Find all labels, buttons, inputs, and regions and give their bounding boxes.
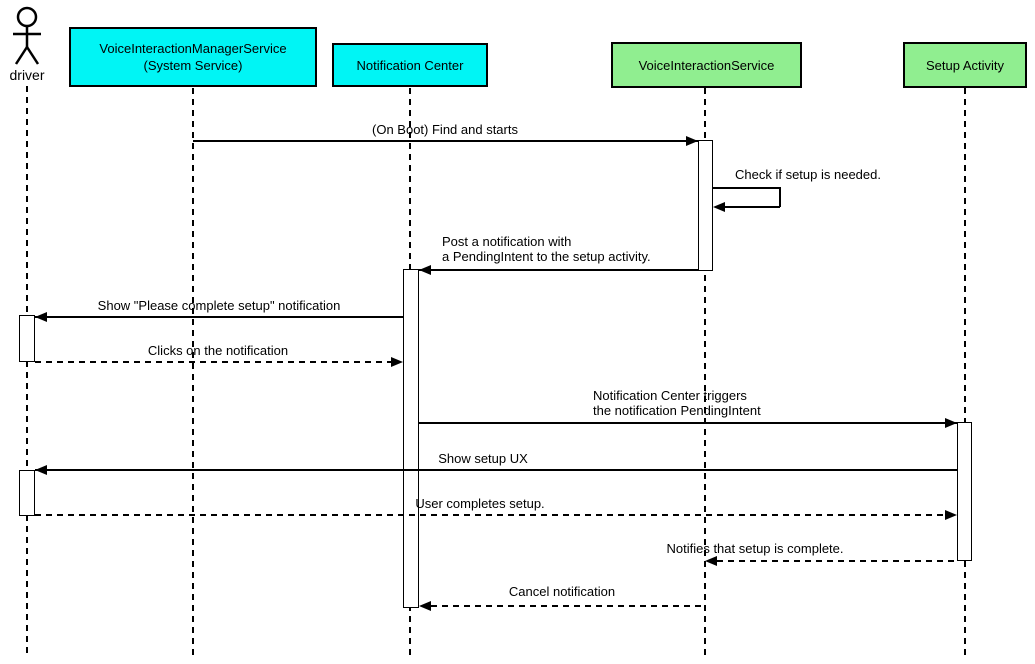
participant-voice-interaction-service: VoiceInteractionService xyxy=(611,42,802,88)
message-label-nc-triggers-line1: Notification Center triggers xyxy=(593,388,747,403)
message-line-show-setup-ux xyxy=(35,469,957,471)
message-line-nc-triggers xyxy=(419,422,957,424)
arrowhead-notifies-complete-icon xyxy=(705,556,717,566)
message-label-notifies-complete: Notifies that setup is complete. xyxy=(666,541,844,556)
participant-vims: VoiceInteractionManagerService (System S… xyxy=(69,27,317,87)
participant-vims-label-line1: VoiceInteractionManagerService xyxy=(99,41,287,56)
lifeline-setup-activity xyxy=(964,88,966,658)
participant-voice-interaction-service-label: VoiceInteractionService xyxy=(638,57,775,73)
lifeline-driver xyxy=(26,86,28,658)
arrowhead-user-completes-icon xyxy=(945,510,957,520)
actor-label: driver xyxy=(9,67,45,83)
message-label-show-notification: Show "Please complete setup" notificatio… xyxy=(97,298,341,313)
arrowhead-show-setup-ux-icon xyxy=(35,465,47,475)
message-label-post-notification: Post a notification with a PendingIntent… xyxy=(442,234,651,264)
message-line-notifies-complete xyxy=(717,560,957,562)
arrowhead-on-boot-icon xyxy=(686,136,698,146)
participant-notification-center: Notification Center xyxy=(332,43,488,87)
message-label-post-notification-line2: a PendingIntent to the setup activity. xyxy=(442,249,651,264)
lifeline-vims xyxy=(192,88,194,658)
message-line-check-setup-down xyxy=(779,187,781,207)
message-line-post-notification xyxy=(419,269,698,271)
message-line-cancel-notification xyxy=(431,605,705,607)
arrowhead-cancel-notification-icon xyxy=(419,601,431,611)
participant-setup-activity-label: Setup Activity xyxy=(925,57,1005,73)
arrowhead-post-notification-icon xyxy=(419,265,431,275)
message-line-check-setup-return xyxy=(725,206,780,208)
message-line-show-notification xyxy=(35,316,403,318)
message-label-on-boot: (On Boot) Find and starts xyxy=(372,122,518,137)
message-label-show-setup-ux: Show setup UX xyxy=(438,451,528,466)
activation-voice-interaction-service xyxy=(698,140,713,271)
arrowhead-show-notification-icon xyxy=(35,312,47,322)
message-label-check-setup: Check if setup is needed. xyxy=(735,167,881,182)
activation-setup-activity xyxy=(957,422,972,561)
activation-driver-1 xyxy=(19,315,35,362)
participant-notification-center-label: Notification Center xyxy=(356,57,464,73)
arrowhead-check-setup-icon xyxy=(713,202,725,212)
activation-notification-center xyxy=(403,269,419,608)
actor-stick-figure-icon xyxy=(13,6,41,65)
message-line-on-boot xyxy=(193,140,698,142)
arrowhead-clicks-notification-icon xyxy=(391,357,403,367)
participant-setup-activity: Setup Activity xyxy=(903,42,1027,88)
message-label-post-notification-line1: Post a notification with xyxy=(442,234,572,249)
message-label-cancel-notification: Cancel notification xyxy=(508,584,616,599)
message-label-nc-triggers: Notification Center triggers the notific… xyxy=(593,388,761,418)
lifeline-voice-interaction-service xyxy=(704,88,706,658)
message-line-clicks-notification xyxy=(35,361,391,363)
message-line-check-setup-out xyxy=(713,187,780,189)
message-line-user-completes xyxy=(35,514,945,516)
activation-driver-2 xyxy=(19,470,35,516)
message-label-nc-triggers-line2: the notification PendingIntent xyxy=(593,403,761,418)
message-label-user-completes: User completes setup. xyxy=(415,496,545,511)
message-label-clicks-notification: Clicks on the notification xyxy=(147,343,289,358)
participant-vims-label-line2: (System Service) xyxy=(143,58,243,73)
arrowhead-nc-triggers-icon xyxy=(945,418,957,428)
